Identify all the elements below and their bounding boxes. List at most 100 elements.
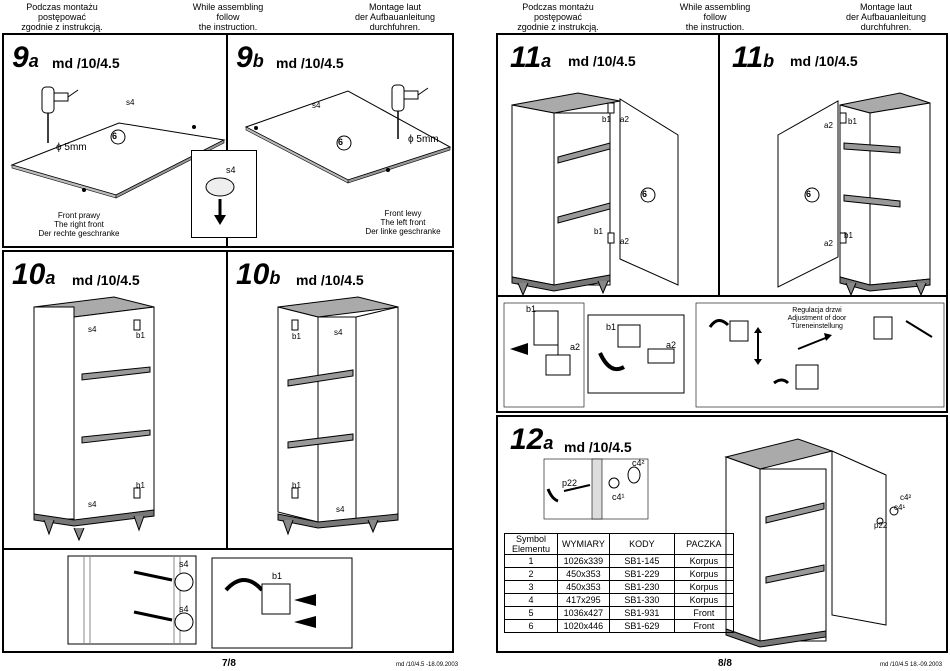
screw-label-9b: s4 xyxy=(312,101,321,110)
detail-strip-10: s4 s4 b1 xyxy=(2,548,454,653)
part-number-circle-11a xyxy=(640,187,656,203)
page-number-right: 8/8 xyxy=(718,658,732,669)
part-number-circle-9a xyxy=(110,129,126,145)
plate-label-11a-top: a2 xyxy=(620,115,629,124)
screw-label-detail-10a: s4 xyxy=(179,559,189,569)
screw-label-10b-top: s4 xyxy=(334,328,343,337)
hinge-icon xyxy=(133,319,141,499)
col-header-dimensions: WYMIARY xyxy=(557,533,610,555)
hinge-adjustment-diagram xyxy=(503,302,945,408)
handle-part1-label-cabinet: c4¹ xyxy=(894,503,906,512)
hinge-icon xyxy=(607,102,615,244)
part-number-circle-9b xyxy=(336,135,352,151)
detail-screw-box-9: s4 xyxy=(191,150,257,238)
plate-label-11b-top: a2 xyxy=(824,121,833,130)
col-header-codes: KODY xyxy=(608,533,675,555)
drill-size-9a: ϕ 5mm xyxy=(56,142,87,153)
plate-label-detail-11-right: a2 xyxy=(666,340,677,350)
handle-part1-label: c4¹ xyxy=(612,492,625,502)
screw-label-10a-bottom: s4 xyxy=(88,500,97,509)
hinge-label-detail-10: b1 xyxy=(272,571,283,581)
handle-mount-diagram-12a xyxy=(543,438,899,648)
step-number-10a: 10a xyxy=(12,258,56,291)
plate-label-detail-11-left: a2 xyxy=(570,342,581,352)
front-panel-drilling-diagram-9b xyxy=(244,84,452,184)
hinge-label-10a-top: b1 xyxy=(136,331,145,340)
panel-step-10a: 10a md /10/4.5 s4 b1 b1 s4 xyxy=(2,250,228,550)
screw-detail-diagram xyxy=(205,177,235,225)
model-code-9b: md /10/4.5 xyxy=(276,55,344,71)
footer-code-left: md /10/4.5 -18.09.2003 xyxy=(396,662,459,668)
model-code-12a: md /10/4.5 xyxy=(564,439,632,455)
panel-step-12a: 12a md /10/4.5 p22 c4² c4¹ c4² c4¹ p22 S… xyxy=(496,415,948,653)
door-mount-diagram-11b xyxy=(777,92,931,297)
table-header-row: Symbol Elementu WYMIARY KODY PACZKA xyxy=(504,533,734,555)
drill-icon xyxy=(391,84,429,139)
handle-part2-label-cabinet: c4² xyxy=(900,493,912,502)
screw-insertion-diagram xyxy=(67,555,353,649)
model-code-11a: md /10/4.5 xyxy=(568,53,636,69)
handle-screw-label-cabinet: p22 xyxy=(874,521,888,530)
part-number-11b: 6 xyxy=(806,189,812,199)
step-number-9b: 9b xyxy=(236,41,264,74)
drill-icon xyxy=(41,86,79,143)
part-number-9a: 6 xyxy=(112,131,118,141)
hinge-label-10a-bottom: b1 xyxy=(136,481,145,490)
hinge-label-10b-bottom: b1 xyxy=(292,481,301,490)
screw-label-detail: s4 xyxy=(226,165,236,175)
step-number-10b: 10b xyxy=(236,258,281,291)
step-number-11b: 11b xyxy=(732,41,775,74)
plate-label-11a-bottom: a2 xyxy=(620,237,629,246)
hinge-label-11a-top: b1 xyxy=(602,115,611,124)
panel-step-11a: 11a md /10/4.5 6 b1 a2 b1 a2 xyxy=(496,33,720,297)
hinge-label-10b-top: b1 xyxy=(292,332,301,341)
screw-label-10a-top: s4 xyxy=(88,325,97,334)
model-code-11b: md /10/4.5 xyxy=(790,53,858,69)
hinge-label-detail-11-left: b1 xyxy=(526,304,537,314)
model-code-9a: md /10/4.5 xyxy=(52,55,120,71)
hinge-label-11a-bottom: b1 xyxy=(594,227,603,236)
handle-part2-label: c4² xyxy=(632,458,645,468)
cabinet-diagram-10a xyxy=(33,296,155,542)
page-number-left: 7/8 xyxy=(222,658,236,669)
hinge-label-detail-11-right: b1 xyxy=(606,322,617,332)
handle-screw-label: p22 xyxy=(562,478,578,488)
part-number-9b: 6 xyxy=(338,137,344,147)
screw-label-9a: s4 xyxy=(126,98,135,107)
model-code-10b: md /10/4.5 xyxy=(296,272,364,288)
footer-code-right: md /10/4.5 18.-09.2003 xyxy=(880,662,943,668)
hinge-icon xyxy=(291,319,299,499)
cabinet-diagram-10b xyxy=(277,296,399,536)
model-code-10a: md /10/4.5 xyxy=(72,272,140,288)
drill-size-9b: ϕ 5mm xyxy=(408,134,439,145)
plate-label-11b-bottom: a2 xyxy=(824,239,833,248)
step-number-12a: 12a xyxy=(510,423,554,456)
screw-label-detail-10b: s4 xyxy=(179,604,189,614)
screw-label-10b-bottom: s4 xyxy=(336,505,345,514)
part-number-11a: 6 xyxy=(642,189,648,199)
door-mount-diagram-11a xyxy=(511,92,679,297)
part-number-circle-11b xyxy=(804,187,820,203)
step-number-9a: 9a xyxy=(12,41,39,74)
panel-step-10b: 10b md /10/4.5 s4 b1 b1 s4 xyxy=(226,250,454,550)
col-header-package: PACZKA xyxy=(673,533,734,555)
hinge-label-11b-top: b1 xyxy=(848,117,857,126)
